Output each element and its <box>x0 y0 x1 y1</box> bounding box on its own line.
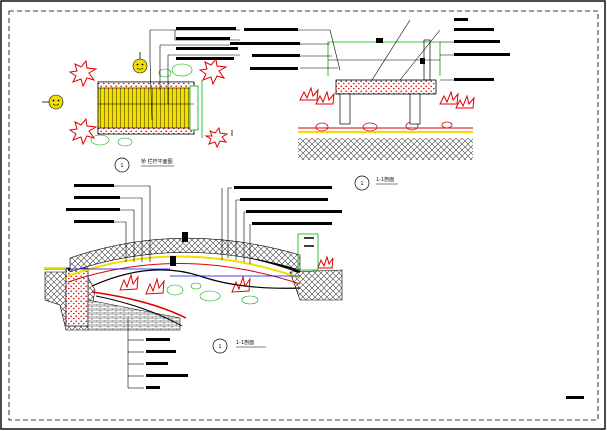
section-label-bars <box>244 18 510 81</box>
elevation-caption-number: 1 <box>218 344 221 350</box>
plan-north-symbols <box>42 52 148 110</box>
bridge-section-view: 1 1-1剖面 <box>244 18 510 191</box>
elevation-brick-base <box>87 299 181 331</box>
rock-outlines <box>90 63 193 147</box>
plan-caption-number: 1 <box>120 163 123 169</box>
elevation-label-bars-bottom <box>146 338 188 389</box>
elevation-right-bank <box>289 269 343 301</box>
section-ground-hatch <box>298 138 473 160</box>
section-pier-left <box>339 93 351 125</box>
section-pier-right <box>409 93 421 125</box>
dashed-inner-border <box>8 10 599 421</box>
section-caption: 1-1剖面 <box>376 176 394 183</box>
plan-label-bars <box>176 27 250 60</box>
title-block-mark <box>566 396 584 399</box>
elevation-curved-beam <box>91 269 301 289</box>
bridge-plan-view: 1 桥 栏杆平面图 <box>42 27 250 173</box>
shrub-symbols <box>68 57 229 149</box>
plan-caption: 桥 栏杆平面图 <box>141 158 173 165</box>
section-deck <box>335 79 437 95</box>
elevation-caption-marker <box>212 338 228 354</box>
plan-rail-top <box>97 81 195 89</box>
plan-deck <box>97 81 195 135</box>
plan-caption-marker <box>114 157 130 173</box>
plan-end-post <box>189 85 199 131</box>
section-caption-marker <box>354 175 370 191</box>
elevation-caption: 1-1剖面 <box>236 339 254 346</box>
bridge-elevation-view: 1 1-1剖面 <box>44 184 343 389</box>
elevation-label-bars-top <box>66 184 342 225</box>
plan-rail-bottom <box>97 127 195 135</box>
section-caption-number: 1 <box>360 181 363 187</box>
